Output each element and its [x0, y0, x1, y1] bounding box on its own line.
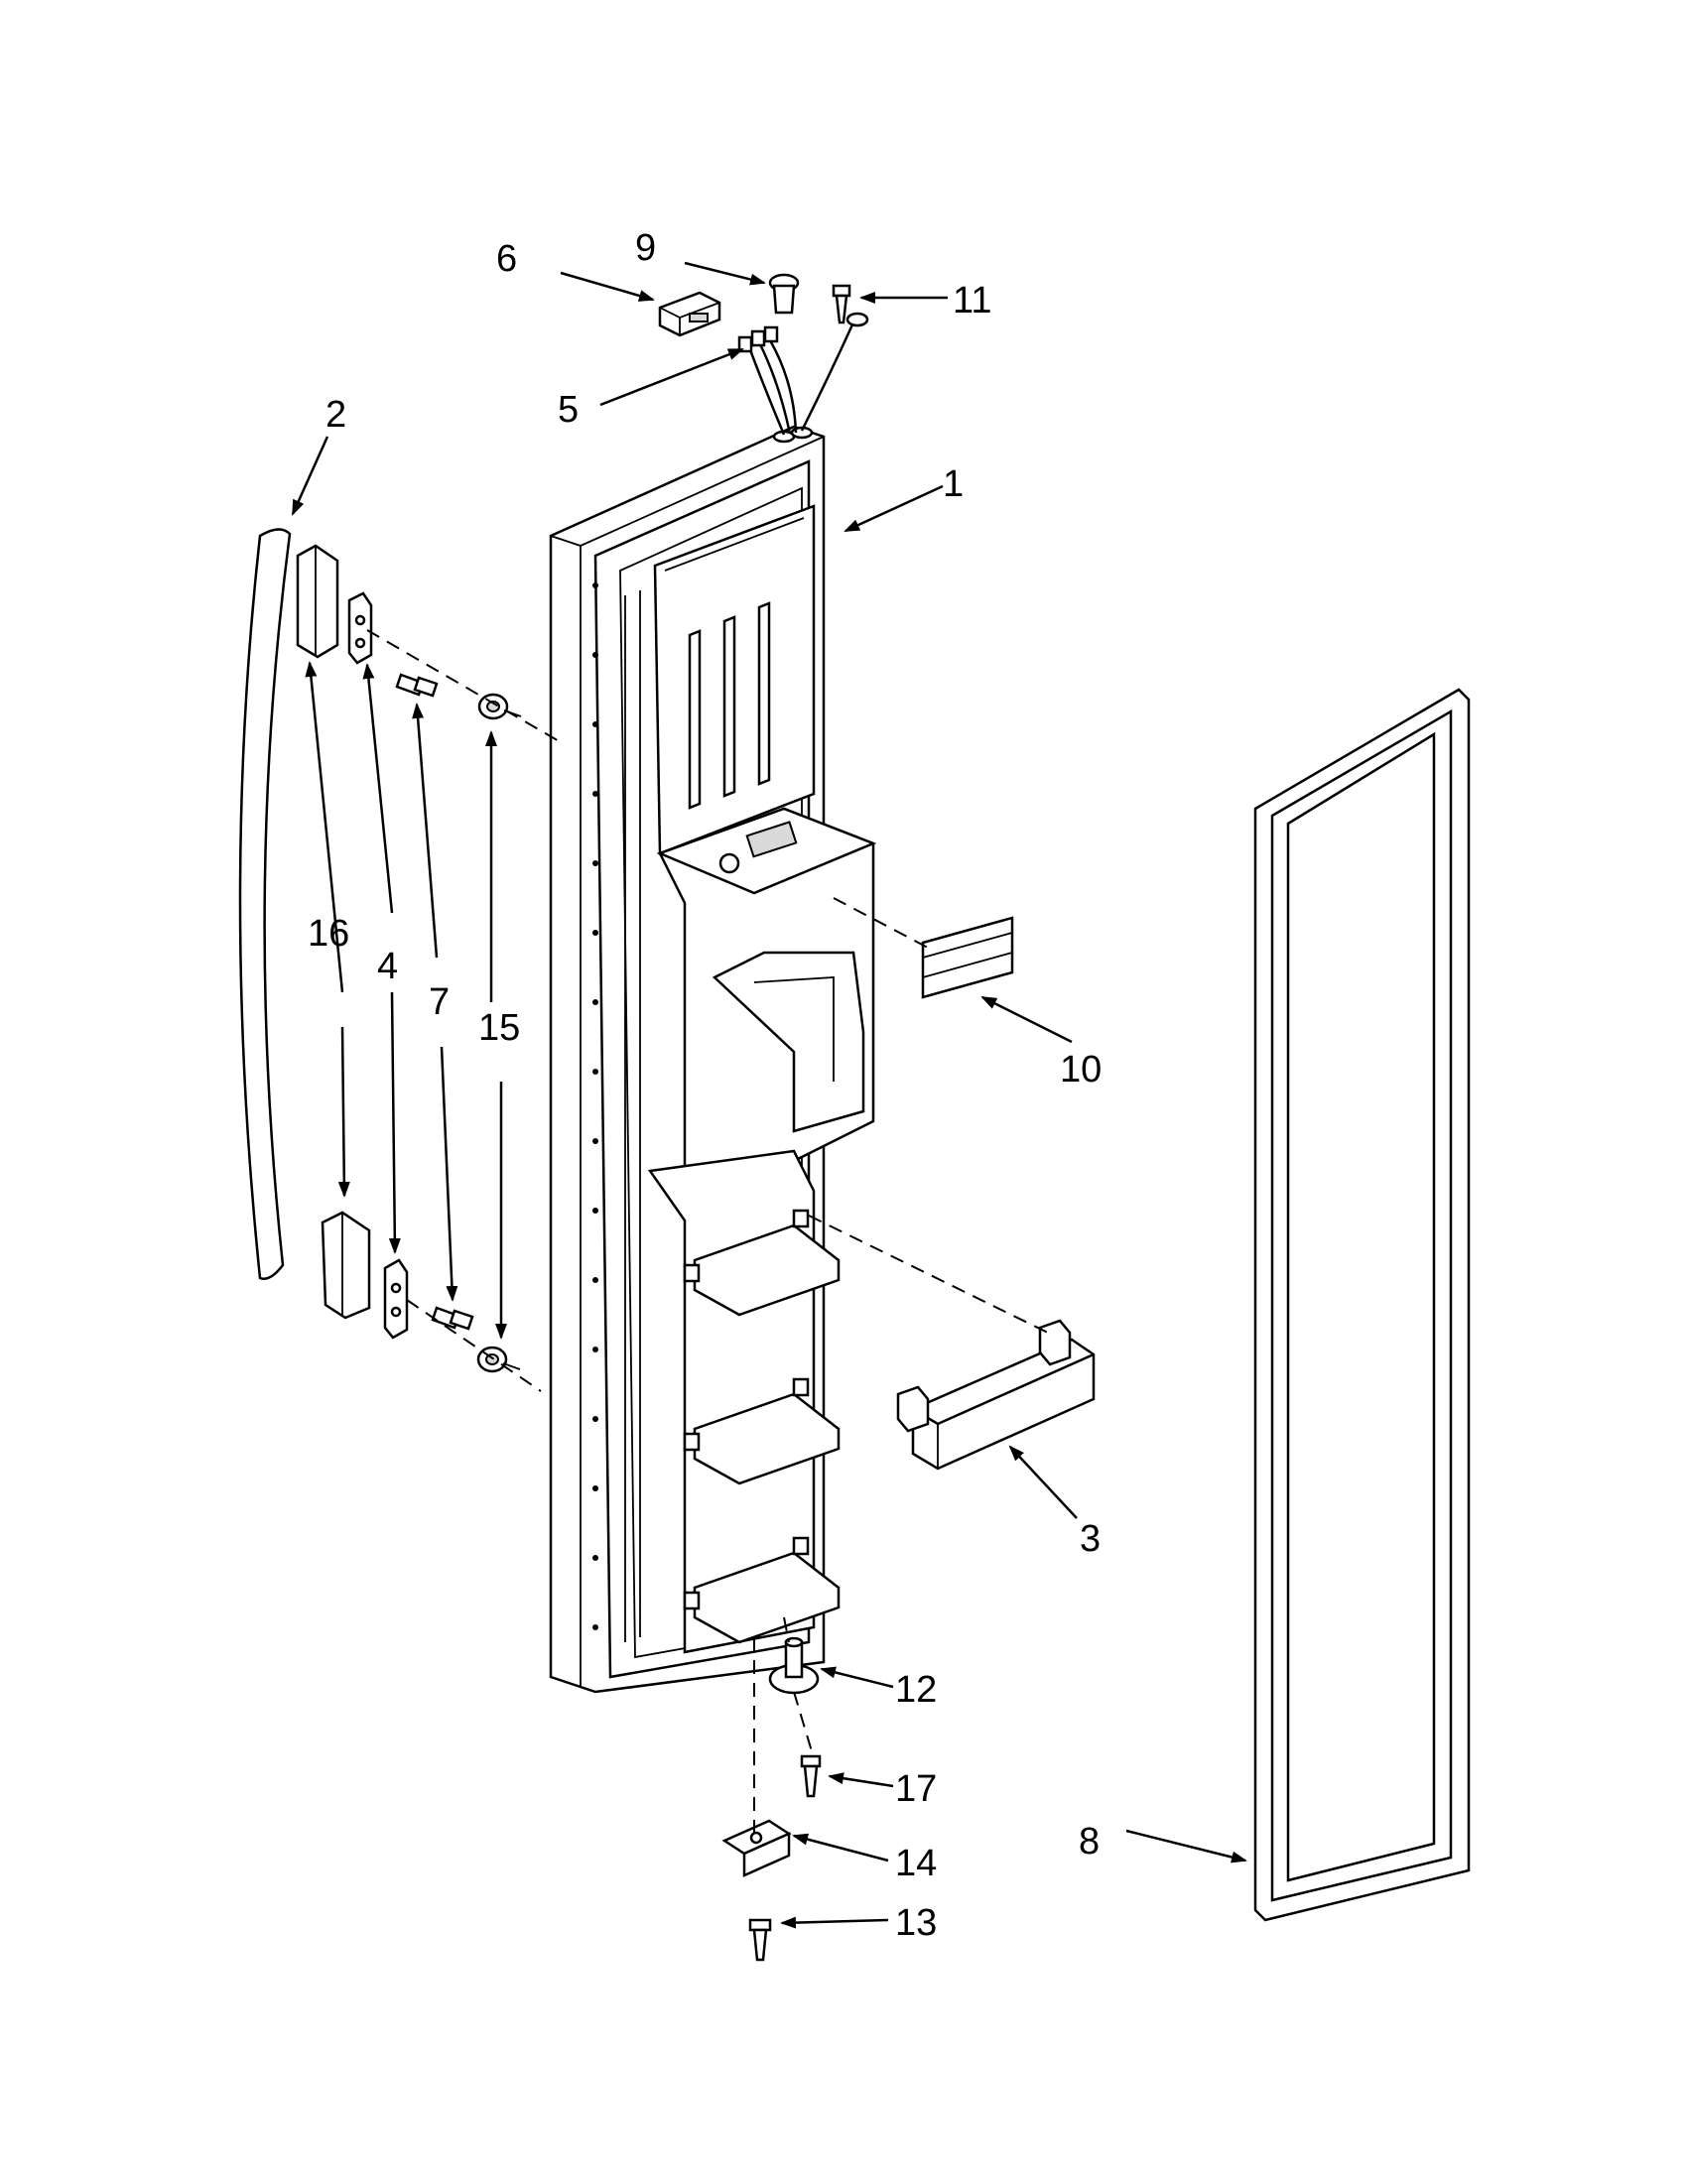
callout-12: 12: [895, 1669, 937, 1711]
freezer-door-assembly: [549, 425, 877, 1694]
trim-assembly-line: [833, 897, 929, 949]
door-handle: [238, 528, 292, 1280]
leader-5: [599, 347, 744, 407]
door-shelf-bin: [896, 1319, 1096, 1471]
leader-17: [828, 1772, 894, 1788]
leader-lines: [291, 261, 1247, 1929]
leader-2: [291, 436, 329, 516]
callout-9: 9: [635, 227, 656, 269]
callout-10: 10: [1060, 1049, 1102, 1091]
leader-7-up: [412, 703, 439, 959]
leader-9: [684, 261, 766, 286]
leader-12: [820, 1666, 894, 1689]
leader-13: [780, 1916, 889, 1929]
hinge-screw: [800, 1754, 822, 1798]
leader-10: [980, 995, 1073, 1044]
leader-14: [792, 1833, 889, 1863]
leader-6: [560, 271, 655, 302]
callout-7: 7: [429, 981, 450, 1023]
wire-harness: [737, 312, 869, 436]
callout-13: 13: [895, 1902, 937, 1944]
hinge-pin: [768, 1636, 820, 1695]
callout-15: 15: [478, 1007, 520, 1049]
callout-2: 2: [325, 394, 346, 436]
light-socket: [768, 273, 800, 315]
callout-11: 11: [953, 280, 991, 321]
door-screw-holes: [592, 582, 598, 1630]
bracket-screw: [748, 1918, 772, 1962]
hinge-assembly-line-a: [783, 1616, 790, 1643]
callout-6: 6: [496, 238, 517, 280]
lower-hinge-bracket: [721, 1819, 792, 1877]
mounting-stud-bottom: [476, 1346, 521, 1373]
callout-8: 8: [1079, 1821, 1100, 1863]
leader-4-down: [388, 991, 401, 1254]
leader-3: [1008, 1445, 1078, 1519]
connector-housing: [658, 291, 721, 337]
ground-screw: [832, 284, 851, 324]
hinge-assembly-line-b: [793, 1691, 813, 1752]
handle-end-cap-top: [296, 544, 339, 659]
leader-16-down: [337, 1026, 350, 1198]
leader-16-up: [305, 661, 344, 993]
handle-bracket-bottom: [383, 1258, 409, 1340]
handle-screw-bottom: [431, 1306, 474, 1331]
bin-assembly-line: [808, 1215, 1053, 1336]
assembly-line-bottom: [406, 1299, 542, 1392]
handle-bracket-top: [347, 591, 373, 665]
callout-4: 4: [377, 946, 398, 987]
handle-screw-top: [395, 673, 439, 698]
leader-1: [844, 484, 944, 533]
handle-end-cap-bottom: [321, 1211, 371, 1320]
callout-16: 16: [308, 913, 349, 955]
callout-14: 14: [895, 1843, 937, 1884]
leader-8: [1125, 1829, 1247, 1863]
callout-1: 1: [943, 463, 964, 505]
leader-7-down: [440, 1046, 458, 1302]
door-gasket: [1253, 688, 1471, 1922]
assembly-line-top: [366, 629, 562, 743]
callout-5: 5: [558, 389, 579, 431]
callout-labels: 1 2 3 4 5 6 7 8 9 10 11 12 13 14 15 16 1…: [308, 227, 1102, 1944]
dispenser-trim-strip: [921, 916, 1014, 999]
callout-3: 3: [1080, 1518, 1101, 1560]
callout-17: 17: [895, 1768, 937, 1810]
leader-4-up: [362, 663, 394, 914]
